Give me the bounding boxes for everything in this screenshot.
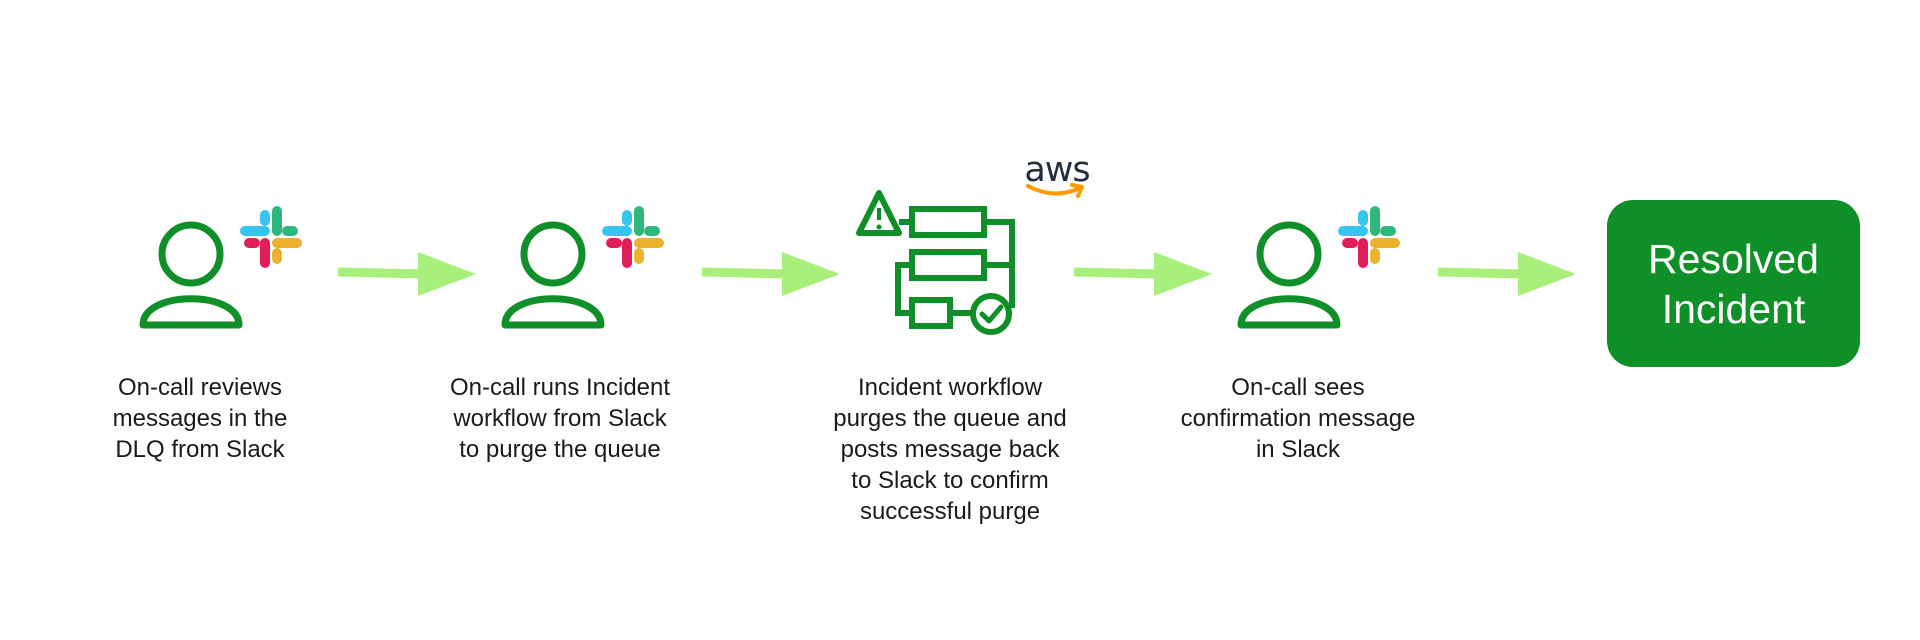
aws-smile-icon <box>1026 183 1084 198</box>
slack-logo-icon <box>240 206 302 268</box>
resolved-incident-box: Resolved Incident <box>1607 200 1860 367</box>
user-icon <box>1237 221 1341 329</box>
step-caption: Incident workflow purges the queue and p… <box>833 374 1067 525</box>
step-caption: On-call reviews messages in the DLQ from… <box>112 374 288 463</box>
user-icon <box>139 221 243 329</box>
workflow-icon <box>856 190 1015 335</box>
flow-arrow <box>1437 252 1576 296</box>
slack-logo-icon <box>602 206 664 268</box>
aws-logo-icon: aws <box>1022 152 1092 202</box>
slack-logo-icon <box>1338 206 1400 268</box>
resolved-incident-label: Resolved Incident <box>1648 235 1819 332</box>
aws-logo-text: aws <box>1024 150 1090 190</box>
flow-arrow <box>337 252 476 296</box>
step-caption: On-call sees confirmation message in Sla… <box>1180 374 1416 463</box>
flow-arrow <box>701 252 840 296</box>
flow-arrow <box>1073 252 1212 296</box>
step-caption: On-call runs Incident workflow from Slac… <box>449 374 671 463</box>
user-icon <box>501 221 605 329</box>
